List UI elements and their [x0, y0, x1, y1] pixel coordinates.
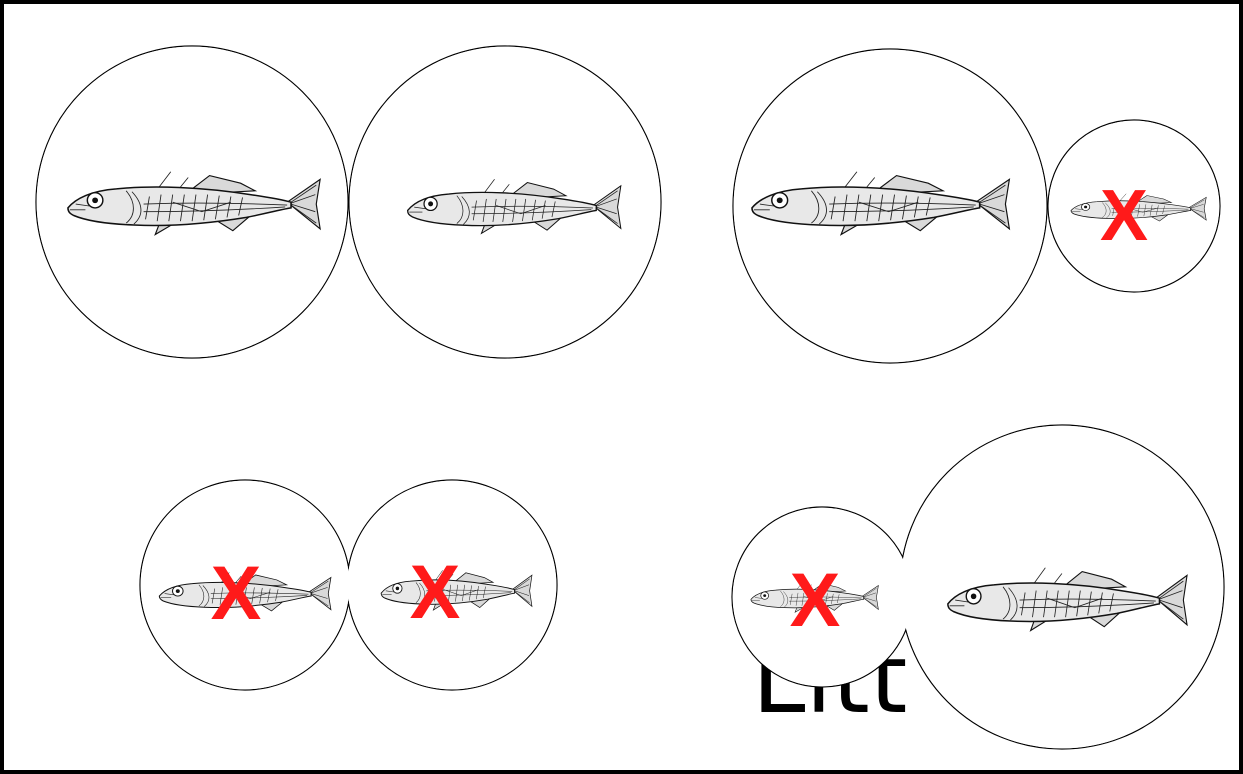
cross-mark-right: X — [1100, 176, 1148, 256]
cross-mark-right: X — [410, 550, 461, 635]
panel-top-right: X — [733, 49, 1220, 363]
panel-bottom-left: X X — [140, 480, 557, 690]
cross-mark-left: X — [211, 551, 262, 636]
panel-top-left — [36, 46, 661, 358]
panel-bottom-right: Litt X — [732, 425, 1224, 749]
cross-mark-left: X — [790, 558, 841, 643]
